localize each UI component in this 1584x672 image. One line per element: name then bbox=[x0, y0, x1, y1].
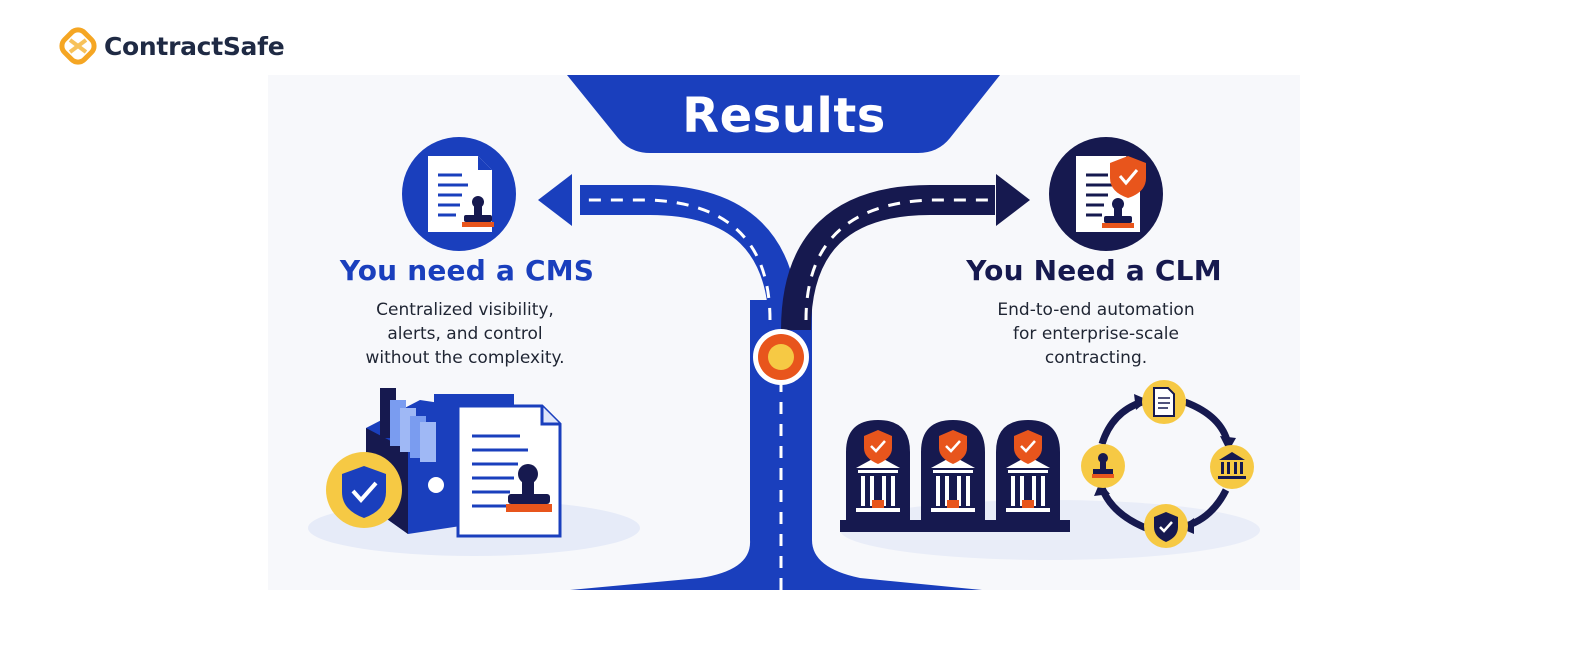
clm-description-line: for enterprise-scale bbox=[1013, 324, 1179, 344]
brand-logo[interactable]: ContractSafe bbox=[58, 26, 285, 66]
right-arrow-head bbox=[996, 174, 1030, 226]
contractsafe-logo-icon bbox=[59, 27, 97, 65]
cms-description-line: without the complexity. bbox=[365, 348, 565, 368]
junction-dot-icon bbox=[753, 329, 809, 385]
contract-stamp-icon bbox=[402, 137, 516, 251]
clm-description-line: contracting. bbox=[1044, 348, 1148, 368]
results-title: Results bbox=[682, 88, 886, 144]
cycle-shield-icon bbox=[1144, 504, 1188, 548]
clm-heading: You Need a CLM bbox=[966, 254, 1222, 287]
cms-heading: You need a CMS bbox=[339, 254, 595, 287]
left-arrow-head bbox=[538, 174, 572, 226]
shield-check-icon bbox=[326, 452, 402, 528]
right-road-dash bbox=[804, 198, 995, 321]
file-cabinet-icon bbox=[366, 388, 562, 538]
left-road-dash bbox=[580, 198, 772, 321]
cms-description-line: alerts, and control bbox=[387, 324, 543, 344]
clm-description-line: End-to-end automation bbox=[997, 300, 1195, 320]
left-road-arm bbox=[580, 185, 799, 331]
document-icon bbox=[1142, 380, 1186, 424]
brand-name: ContractSafe bbox=[104, 31, 285, 61]
clm-description: End-to-end automation for enterprise-sca… bbox=[946, 298, 1246, 370]
stamp-icon bbox=[1081, 444, 1125, 488]
bank-icon bbox=[1210, 445, 1254, 489]
road-trunk bbox=[570, 300, 982, 590]
contract-shield-icon bbox=[1049, 137, 1163, 251]
courthouse-shields bbox=[864, 430, 1042, 508]
cms-description-line: Centralized visibility, bbox=[376, 300, 554, 320]
cms-description: Centralized visibility, alerts, and cont… bbox=[315, 298, 615, 370]
results-banner bbox=[567, 75, 1000, 153]
